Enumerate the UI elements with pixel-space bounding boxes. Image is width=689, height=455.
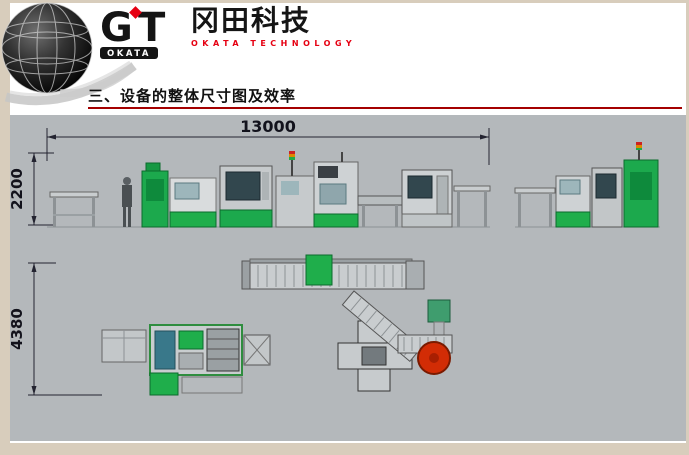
elev-machine-tall bbox=[313, 152, 359, 228]
slide-title: 三、设备的整体尺寸图及效率 bbox=[88, 87, 297, 105]
globe-sphere bbox=[2, 3, 92, 93]
plan-main-machine bbox=[149, 324, 243, 376]
logo-red-accent bbox=[129, 6, 142, 19]
plan-green-carrier bbox=[305, 254, 333, 286]
plan-green-module bbox=[149, 372, 179, 396]
elev-frame-machine bbox=[401, 169, 453, 228]
elev-right-table bbox=[514, 187, 556, 227]
dimension-plan-depth: 4380 bbox=[8, 262, 102, 396]
dim-total-length-label: 13000 bbox=[240, 117, 296, 136]
elev-outfeed-table bbox=[453, 185, 491, 227]
elev-right-cabinet bbox=[591, 167, 623, 228]
title-underline bbox=[88, 107, 682, 109]
elevation-view-right bbox=[514, 142, 660, 228]
logo-okata-text: OKATA bbox=[107, 49, 151, 59]
elev-operator bbox=[122, 177, 132, 227]
dim-line-height-label: 2200 bbox=[10, 168, 26, 210]
elev-right-green-cabinet bbox=[623, 142, 659, 228]
company-name-cn: 冈田科技 bbox=[191, 4, 312, 37]
cad-drawing: 13000 2200 438 bbox=[8, 117, 660, 396]
plan-bottom-tray bbox=[181, 376, 243, 394]
elev-infeed-table bbox=[49, 191, 99, 227]
logo-letter-t: T bbox=[138, 5, 166, 51]
plan-view bbox=[101, 254, 453, 396]
elev-right-machine bbox=[555, 175, 591, 228]
company-name-block: 冈田科技 OKATA TECHNOLOGY bbox=[191, 4, 357, 49]
plan-robot-unit bbox=[427, 299, 451, 337]
logo-letter-g: G bbox=[100, 5, 131, 51]
plan-x-machine bbox=[243, 334, 271, 366]
plan-left-station bbox=[101, 329, 147, 363]
elev-machine-small bbox=[169, 177, 217, 228]
plan-corner-unit bbox=[405, 260, 425, 290]
slide: G T OKATA 冈田科技 OKATA TECHNOLOGY 三、设备的整体尺… bbox=[1, 2, 686, 443]
globe-gridlines bbox=[1, 2, 93, 94]
elev-machine-main bbox=[219, 165, 273, 228]
cad-drawing-area: 13000 2200 438 bbox=[8, 115, 686, 441]
dim-plan-depth-label: 4380 bbox=[10, 308, 26, 350]
orbit-swoosh-front bbox=[59, 62, 137, 98]
company-name-en: OKATA TECHNOLOGY bbox=[191, 39, 357, 49]
plan-turntable bbox=[417, 341, 451, 375]
okata-logo: G T OKATA 冈田科技 OKATA TECHNOLOGY bbox=[98, 4, 357, 61]
elev-green-cabinet bbox=[141, 162, 169, 228]
elevation-view bbox=[47, 151, 491, 228]
logo-gt-mark: G T OKATA bbox=[100, 5, 166, 59]
elev-machine-mid bbox=[275, 151, 315, 228]
globe-graphic bbox=[1, 2, 137, 106]
elev-conveyor bbox=[357, 195, 403, 227]
dimension-line-height: 2200 bbox=[8, 152, 54, 226]
logo-okata-pill bbox=[100, 47, 158, 59]
dimension-total-length: 13000 bbox=[46, 117, 490, 165]
